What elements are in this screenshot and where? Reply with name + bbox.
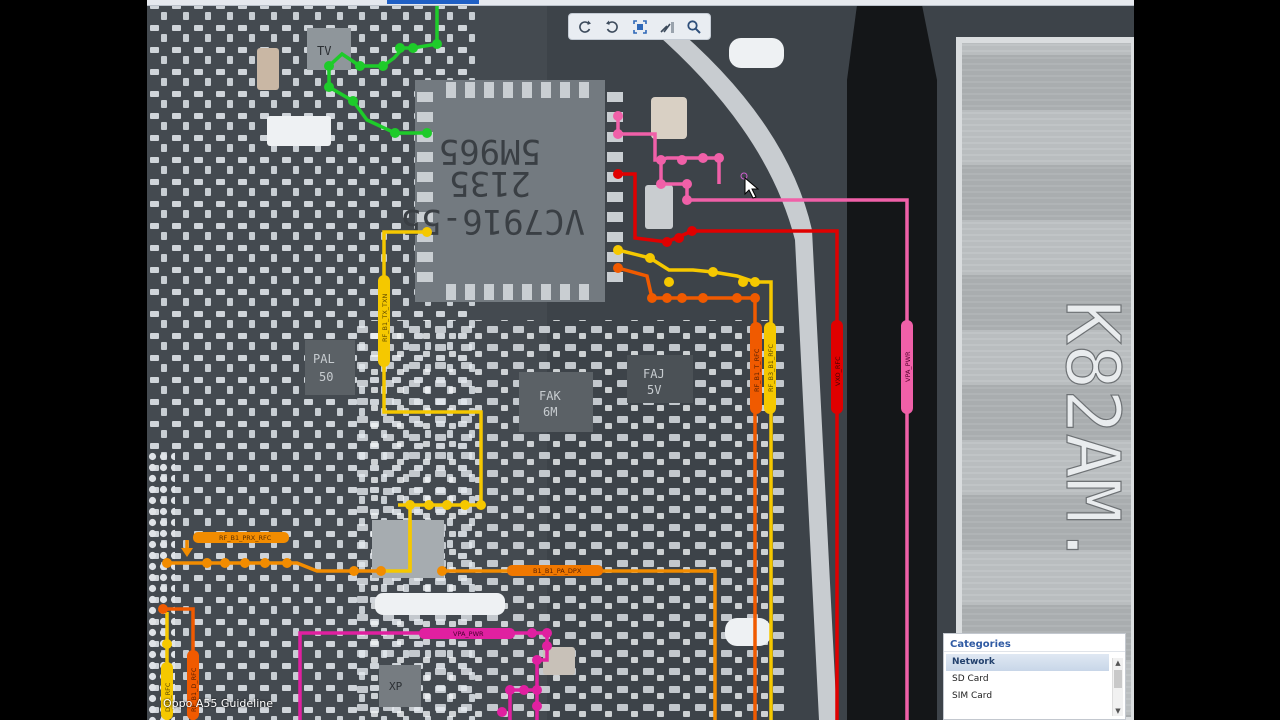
- net-label-rf-b3-b1-rfc[interactable]: [764, 322, 776, 414]
- net-label-text-vpa-pwr: VPA_PWR: [904, 351, 912, 382]
- chip-pal-marking-sub: 50: [319, 370, 333, 384]
- rotate-right-icon: [606, 20, 618, 33]
- shield-can-border: [956, 37, 1134, 720]
- categories-title: Categories: [944, 634, 1125, 652]
- net-orange-red-nodes: [158, 263, 760, 614]
- net-label-text-dul-rfc: DUL_RFC: [164, 682, 172, 712]
- net-label-b1-b1-pa-dpx[interactable]: [507, 565, 603, 576]
- discrete-components: [257, 38, 784, 675]
- chip-faj-marking-sub: 5V: [647, 383, 661, 397]
- chip-tv-marking: TV: [317, 44, 331, 58]
- net-label-dul-rfc[interactable]: [161, 662, 173, 720]
- search-icon: [687, 19, 702, 34]
- arrow-icon: [181, 548, 193, 557]
- chip-xp-marking: XP: [389, 680, 403, 693]
- fit-screen-icon: [632, 19, 647, 34]
- chip-faj[interactable]: [627, 355, 693, 403]
- chip-faj-marking: FAJ: [643, 367, 665, 381]
- net-label-text-rf-b1-prx-rfc: RF_B1_PRX_RFC: [219, 534, 272, 542]
- fit-screen-button[interactable]: [628, 16, 651, 38]
- net-label-text-b1-b1-pa-dpx: B1_B1_PA_DPX: [533, 567, 582, 575]
- category-item-network[interactable]: Network: [946, 654, 1109, 671]
- measure-button[interactable]: [655, 16, 678, 38]
- watermark-text: Oppo A55 Guideline: [163, 697, 274, 710]
- net-orange-nodes: [162, 558, 447, 576]
- net-red-nodes: [613, 169, 697, 247]
- active-tab-indicator: [387, 0, 479, 4]
- category-item-sd-card[interactable]: SD Card: [952, 674, 989, 684]
- net-label-rf-b1-prx-rfc[interactable]: [193, 532, 289, 543]
- cursor-icon: [740, 172, 760, 199]
- svg-text:2135: 2135: [449, 163, 531, 203]
- categories-list: Network SD Card SIM Card: [944, 652, 1125, 705]
- svg-text:5M965: 5M965: [439, 131, 541, 171]
- category-item-sim-card[interactable]: SIM Card: [952, 691, 993, 701]
- window-top-bar: [147, 0, 1134, 6]
- view-toolbar: [568, 13, 711, 40]
- net-green-nodes: [324, 39, 442, 138]
- net-label-rf-b1-t-rfc[interactable]: [750, 322, 762, 414]
- main-ic-pads: [417, 82, 623, 300]
- net-pink-nodes: [613, 111, 724, 205]
- scroll-thumb[interactable]: [1114, 670, 1122, 688]
- categories-scrollbar[interactable]: ▲ ▼: [1112, 658, 1123, 716]
- shield-marking: K82AM.: [1049, 300, 1134, 567]
- antenna-strip: [652, 20, 837, 720]
- net-magenta-nodes: [497, 628, 552, 717]
- scroll-down-icon[interactable]: ▼: [1115, 707, 1121, 715]
- net-label-text-rf-b1-d-rfc: RF_B1_D_RFC: [190, 667, 198, 712]
- net-label-vxo-rfc[interactable]: [831, 320, 843, 414]
- chip-xp[interactable]: [379, 665, 421, 707]
- shield-can: [959, 40, 1134, 720]
- main-ic[interactable]: [415, 80, 605, 302]
- chip-fak-marking-sub: 6M: [543, 405, 557, 419]
- pcb-board-canvas[interactable]: K82AM. 5M965 2135 VC7916-55: [147, 0, 1134, 720]
- net-label-vpa-pwr[interactable]: [901, 320, 913, 414]
- board-viewer[interactable]: K82AM. 5M965 2135 VC7916-55: [147, 0, 1134, 720]
- categories-panel: Categories Network SD Card SIM Card ▲ ▼: [943, 633, 1126, 720]
- net-label-text-rf-b1-tx-txn: RF_B1_TX_TXN: [381, 294, 389, 342]
- svg-text:VC7916-55: VC7916-55: [401, 201, 585, 241]
- net-label-text-vxo-rfc: VXO_RFC: [834, 356, 842, 386]
- net-label-text-vpa-pwr-bottom: VPA_PWR: [453, 630, 484, 638]
- net-yellow-nodes: [162, 227, 760, 649]
- chip-fak[interactable]: [519, 372, 593, 432]
- net-label-text-rf-b1-t-rfc: RF_B1_T_RFC: [753, 348, 761, 392]
- net-label-rf-b1-d-rfc[interactable]: [187, 650, 199, 720]
- rotate-left-icon: [578, 20, 591, 33]
- chip-pal-marking: PAL: [313, 352, 335, 366]
- scroll-up-icon[interactable]: ▲: [1115, 659, 1121, 667]
- measure-icon: [660, 21, 674, 33]
- net-label-vpa-pwr-bottom[interactable]: [419, 628, 515, 639]
- chip-pal[interactable]: [305, 340, 355, 395]
- net-label-rf-b1-tx-txn[interactable]: [378, 275, 390, 367]
- black-band: [847, 5, 937, 720]
- rotate-left-button[interactable]: [573, 16, 596, 38]
- rotate-right-button[interactable]: [600, 16, 623, 38]
- search-button[interactable]: [683, 16, 706, 38]
- chip-fak-marking: FAK: [539, 389, 561, 403]
- net-label-text-rf-b3-b1-rfc: RF_B3_B1_RFC: [767, 344, 775, 392]
- main-ic-markings: 5M965 2135 VC7916-55: [401, 131, 585, 241]
